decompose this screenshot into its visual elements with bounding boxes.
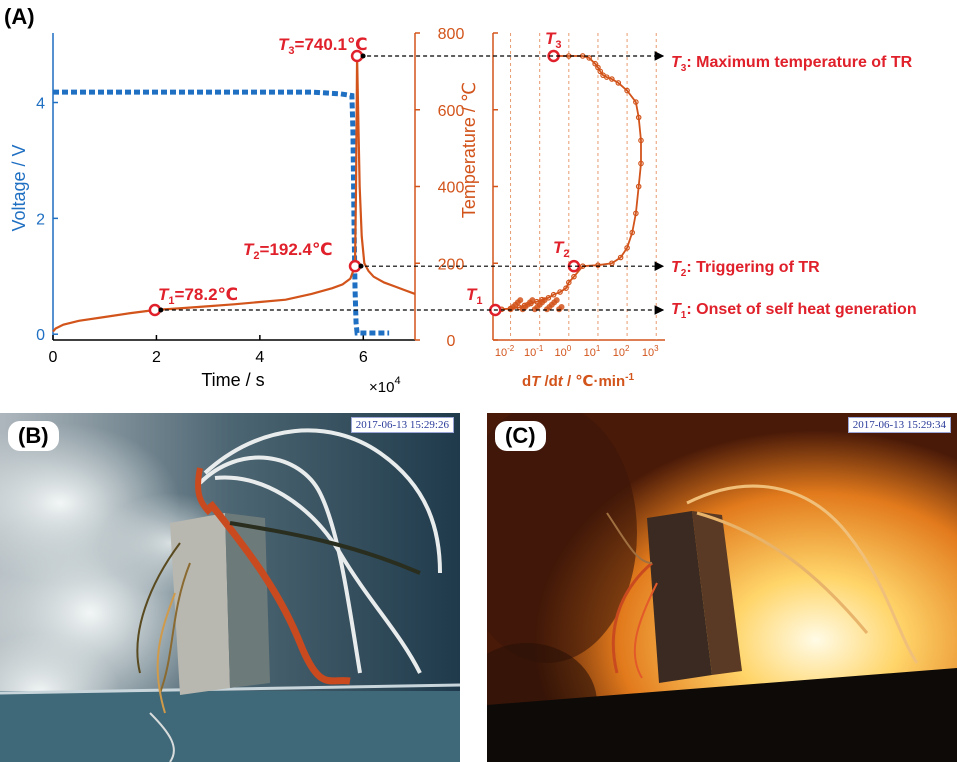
rate-data-point — [609, 76, 615, 82]
temperature-series-line — [52, 55, 416, 333]
rate-data-point — [638, 160, 644, 167]
rate-dense-point — [541, 297, 548, 304]
rate-tick-label: 10-1 — [524, 344, 544, 359]
rate-tick-label: 101 — [584, 344, 601, 359]
rate-data-point — [615, 80, 622, 86]
rate-dense-point — [558, 303, 565, 310]
time-tick-label: 4 — [255, 349, 264, 366]
rate-data-point — [566, 279, 572, 286]
marker-dot-t1 — [158, 307, 164, 313]
time-chart: 0 2 4 0 2 4 6 0 200 400 600 800 Voltage / V Time … — [9, 26, 479, 396]
rate-t1-label: T1 — [466, 285, 483, 307]
rate-data-point — [550, 291, 557, 298]
rate-tick-label: 103 — [642, 344, 659, 359]
rate-data-point — [571, 273, 577, 280]
rate-data-point — [592, 60, 598, 67]
rate-data-point — [633, 210, 639, 217]
rate-data-point — [617, 254, 624, 261]
rate-tick-label: 102 — [613, 344, 630, 359]
rate-data-point — [595, 262, 601, 268]
rate-data-point — [595, 64, 601, 71]
temperature-tick-label: 200 — [438, 256, 465, 273]
rate-tick-label: 10-2 — [495, 344, 515, 359]
voltage-tick-label: 0 — [36, 327, 45, 344]
t1-point-label: T1=78.2℃ — [158, 285, 238, 307]
temperature-tick-label: 800 — [438, 26, 465, 43]
voltage-tick-label: 2 — [36, 211, 45, 228]
marker-dot-t3 — [360, 53, 366, 59]
photo-panel-b: (B) 2017-06-13 15:29:26 — [0, 413, 460, 762]
rate-data-point — [633, 99, 639, 105]
rate-data-point — [638, 137, 644, 144]
rate-axis-label: dT /dt / ℃·min-1 — [522, 372, 635, 390]
fire-scene-illustration — [487, 413, 957, 762]
rate-data-point — [609, 260, 615, 267]
panel-c-label: (C) — [495, 421, 546, 451]
voltage-axis-label: Voltage / V — [9, 144, 29, 231]
time-tick-label: 2 — [152, 349, 161, 366]
connector-arrows — [164, 51, 665, 315]
time-axis-label: Time / s — [201, 370, 264, 390]
smoke-scene-illustration — [0, 413, 460, 762]
annotation-t2: T2: Triggering of TR — [671, 259, 820, 279]
temperature-tick-label: 600 — [438, 103, 465, 120]
rate-data-point — [563, 285, 569, 291]
panel-b-label: (B) — [8, 421, 59, 451]
rate-data-point — [597, 68, 604, 75]
rate-data-point — [600, 72, 606, 79]
rate-data-point — [586, 55, 592, 61]
annotation-t1: T1: Onset of self heat generation — [671, 301, 917, 321]
rate-data-point — [624, 87, 630, 94]
rate-series-line — [495, 55, 642, 311]
rate-chart: 10-2 10-1 100 101 102 103 dT /dt / ℃·min-1 T1… — [466, 29, 665, 390]
rate-dense-point — [553, 297, 560, 304]
time-exponent-label: ×104 — [369, 375, 401, 396]
panel-a-label: (A) — [4, 4, 35, 29]
rate-t3-label: T3 — [545, 29, 562, 51]
rate-data-point — [624, 245, 630, 251]
voltage-tick-label: 4 — [36, 96, 45, 113]
t3-point-label: T3=740.1℃ — [278, 35, 368, 57]
rate-data-point — [635, 183, 642, 190]
panel-c-timestamp: 2017-06-13 15:29:34 — [847, 417, 951, 433]
rate-dense-point — [517, 297, 524, 304]
time-tick-label: 6 — [359, 349, 368, 366]
photo-panel-c: (C) 2017-06-13 15:29:34 — [487, 413, 957, 762]
rate-t2-label: T2 — [553, 238, 570, 260]
temperature-axis-label: Temperature / ℃ — [459, 82, 479, 218]
panel-b-timestamp: 2017-06-13 15:29:26 — [350, 417, 454, 433]
rate-tick-label: 100 — [554, 344, 571, 359]
voltage-series-line — [53, 89, 390, 336]
rate-data-point — [635, 114, 642, 121]
rate-data-point — [629, 229, 636, 236]
temperature-tick-label: 400 — [438, 180, 465, 197]
chart-panel-a: (A) 0 2 4 0 2 4 6 0 200 400 600 800 Voltage / V T… — [4, 4, 917, 396]
time-tick-label: 0 — [49, 349, 58, 366]
rate-dense-point — [529, 297, 536, 304]
marker-dot-t2 — [358, 263, 364, 269]
temperature-tick-label: 0 — [447, 333, 456, 350]
annotation-t3: T3: Maximum temperature of TR — [671, 54, 913, 74]
rate-data-point — [557, 289, 563, 295]
t2-point-label: T2=192.4℃ — [243, 240, 333, 262]
